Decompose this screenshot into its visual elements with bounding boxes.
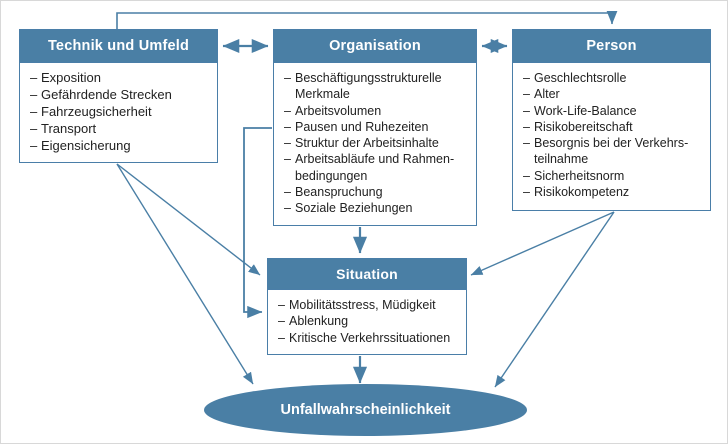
list-item-label: Fahrzeugsicherheit [41,103,152,119]
list-item: – Sicherheitsnorm [523,168,704,184]
bullet-dash: – [278,298,285,312]
node-situation-title: Situation [268,259,466,290]
connector-person-unfall [494,211,615,388]
list-item: – Exposition [30,70,211,87]
bullet-dash: – [30,70,38,85]
bullet-dash: – [30,86,38,102]
bullet-dash: – [30,103,38,119]
node-organisation-title: Organisation [274,30,476,63]
bullet-dash: – [284,201,291,215]
list-item-label: Risikokompetenz [534,184,630,199]
node-situation[interactable]: Situation – Mobilitätsstress, Müdigkeit … [267,258,467,355]
list-item: – Arbeitsvolumen [284,103,470,119]
list-item: – Beanspruchung [284,184,470,200]
connector-technik-person-top [116,10,618,29]
list-item-label: Risikobereitschaft [534,119,633,134]
node-technik-title: Technik und Umfeld [20,30,217,63]
list-item: – Fahrzeugsicherheit [30,104,211,121]
list-item: – Arbeitsabläufe und Rahmen- bedingungen [284,151,470,184]
list-item-label: Geschlechtsrolle [534,71,627,85]
list-item: – Kritische Verkehrssituationen [278,330,460,346]
list-item: – Eigensicherung [30,138,211,155]
node-person[interactable]: Person – Geschlechtsrolle – Alter – Work… [512,29,711,211]
list-item-label: Pausen und Ruhezeiten [295,119,429,134]
bullet-dash: – [523,87,530,102]
list-item-label: Work-Life-Balance [534,103,637,118]
node-person-title: Person [513,30,710,63]
bullet-dash: – [284,184,291,199]
list-item-label: Struktur der Arbeitsinhalte [295,136,439,150]
bullet-dash: – [284,136,291,150]
connector-technik-situation [116,163,261,276]
list-item: – Transport [30,121,211,138]
list-item-label: Ablenkung [289,314,349,329]
bullet-dash: – [278,314,285,329]
connector-technik-unfall [116,163,254,385]
node-organisation-items: – Beschäftigungsstrukturelle Merkmale – … [274,63,476,222]
list-item-label: Arbeitsvolumen [295,103,382,118]
list-item: – Soziale Beziehungen [284,200,470,216]
list-item-label: Beanspruchung [295,184,383,199]
list-item-label: Exposition [41,70,101,85]
list-item-label: Sicherheitsnorm [534,168,625,183]
bullet-dash: – [278,330,285,345]
bullet-dash: – [30,137,38,153]
bullet-dash: – [523,119,530,134]
list-item-label: Soziale Beziehungen [295,201,413,215]
list-item: – Work-Life-Balance [523,103,704,119]
bullet-dash: – [284,71,291,85]
list-item-label: Alter [534,87,560,102]
node-person-items: – Geschlechtsrolle – Alter – Work-Life-B… [513,63,710,206]
bullet-dash: – [523,71,530,85]
list-item: – Besorgnis bei der Verkehrs- teilnahme [523,135,704,168]
node-technik-items: – Exposition – Gefährdende Strecken – Fa… [20,63,217,160]
bullet-dash: – [284,119,291,134]
list-item: – Pausen und Ruhezeiten [284,119,470,135]
bullet-dash: – [523,136,530,150]
list-item: – Alter [523,86,704,102]
list-item-label: Transport [41,120,97,136]
list-item: – Mobilitätsstress, Müdigkeit [278,297,460,313]
list-item: – Risikokompetenz [523,184,704,200]
list-item: – Geschlechtsrolle [523,70,704,86]
connector-person-situation [470,211,615,276]
list-item-label: Gefährdende Strecken [41,86,172,102]
node-organisation[interactable]: Organisation – Beschäftigungsstrukturell… [273,29,477,226]
list-item: – Gefährdende Strecken [30,87,211,104]
bullet-dash: – [523,168,530,183]
bullet-dash: – [284,152,291,167]
node-unfall-label: Unfallwahrscheinlichkeit [280,402,451,418]
list-item-label: Arbeitsabläufe und Rahmen- bedingungen [295,152,455,183]
list-item-label: Besorgnis bei der Verkehrs- teilnahme [534,136,689,167]
node-technik-und-umfeld[interactable]: Technik und Umfeld – Exposition – Gefähr… [19,29,218,163]
list-item-label: Eigensicherung [41,137,131,153]
bullet-dash: – [30,120,38,136]
bullet-dash: – [284,103,291,118]
list-item-label: Mobilitätsstress, Müdigkeit [289,298,436,312]
bullet-dash: – [523,103,530,118]
list-item: – Ablenkung [278,313,460,329]
list-item-label: Beschäftigungsstrukturelle Merkmale [295,71,442,102]
node-unfallwahrscheinlichkeit[interactable]: Unfallwahrscheinlichkeit [204,384,527,436]
node-situation-items: – Mobilitätsstress, Müdigkeit – Ablenkun… [268,290,466,352]
list-item: – Struktur der Arbeitsinhalte [284,135,470,151]
bullet-dash: – [523,184,530,199]
list-item: – Beschäftigungsstrukturelle Merkmale [284,70,470,103]
list-item: – Risikobereitschaft [523,119,704,135]
list-item-label: Kritische Verkehrssituationen [289,330,451,345]
